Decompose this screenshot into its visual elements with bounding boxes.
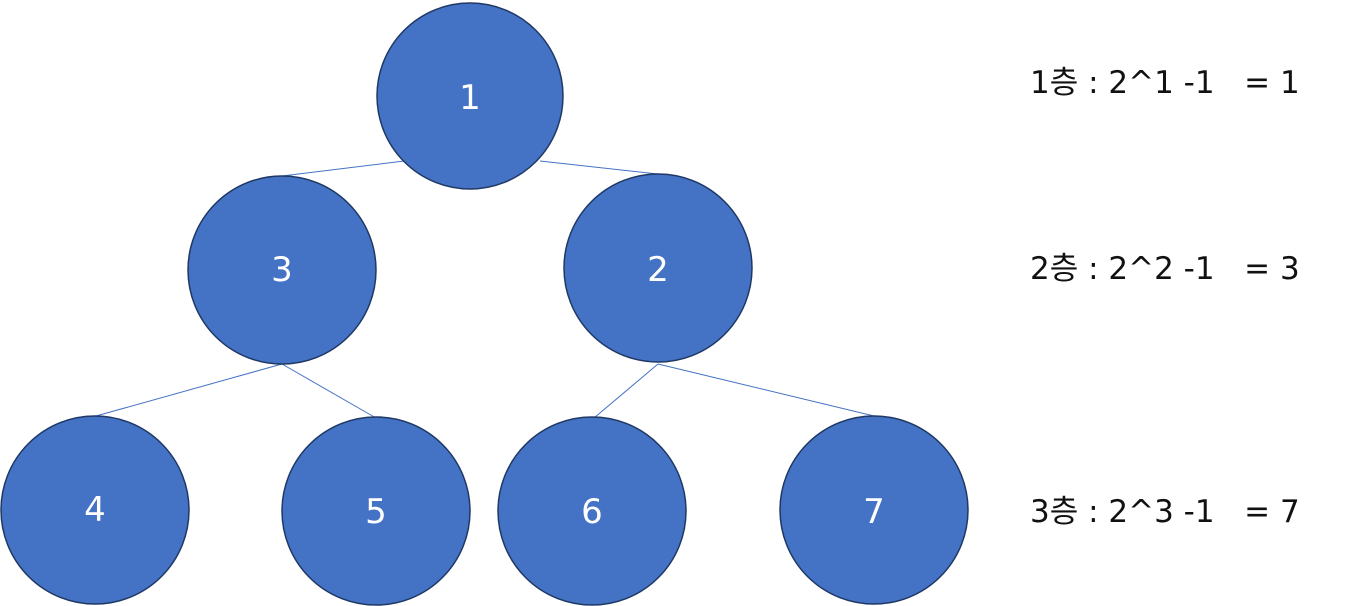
node-circle — [563, 173, 753, 363]
node-circle — [281, 416, 471, 606]
tree-node-3: 3 — [187, 175, 377, 365]
node-circle — [497, 416, 687, 606]
node-label: 4 — [84, 490, 106, 530]
tree-node-4: 4 — [0, 415, 190, 605]
node-label: 1 — [459, 78, 481, 118]
tree-node-2: 2 — [563, 173, 753, 363]
node-label: 3 — [271, 250, 293, 290]
tree-node-7: 7 — [779, 415, 969, 605]
tree-node-6: 6 — [497, 416, 687, 606]
node-circle — [187, 175, 377, 365]
node-circle — [0, 415, 190, 605]
tree-node-1: 1 — [376, 2, 564, 190]
edge-3-4 — [95, 363, 283, 417]
node-label: 2 — [647, 250, 669, 290]
tree-node-5: 5 — [281, 416, 471, 606]
level-1-formula: 1층 : 2^1 -1 = 1 — [1030, 65, 1300, 101]
level-2-formula: 2층 : 2^2 -1 = 3 — [1030, 251, 1300, 287]
edge-3-5 — [281, 363, 377, 419]
node-label: 5 — [365, 492, 387, 532]
node-label: 6 — [581, 492, 603, 532]
level-3-formula: 3층 : 2^3 -1 = 7 — [1030, 494, 1300, 530]
edge-2-6 — [593, 363, 659, 419]
node-circle — [376, 2, 564, 190]
node-circle — [779, 415, 969, 605]
edge-1-3 — [281, 160, 405, 177]
edge-2-7 — [657, 363, 875, 417]
edge-1-2 — [539, 160, 659, 175]
node-label: 7 — [863, 492, 885, 532]
